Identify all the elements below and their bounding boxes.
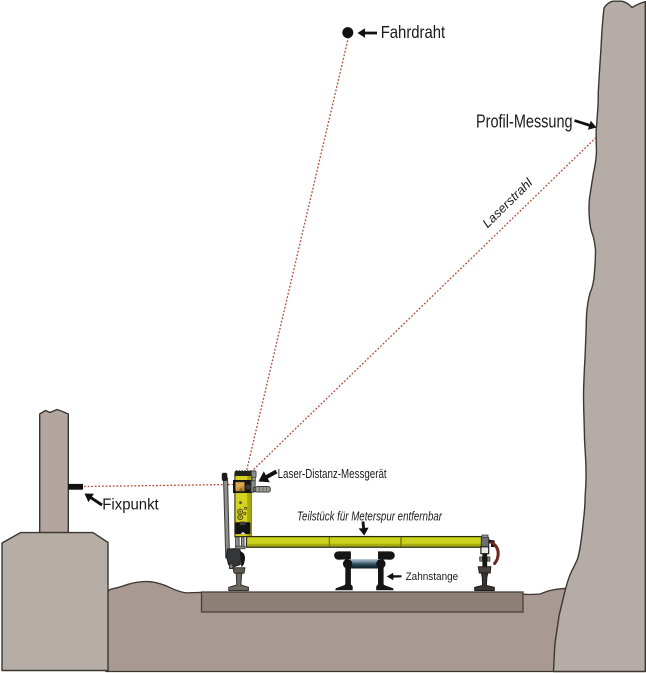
svg-text:Fahrdraht: Fahrdraht <box>381 22 446 42</box>
svg-text:Laserstrahl: Laserstrahl <box>480 175 536 231</box>
svg-text:Fixpunkt: Fixpunkt <box>102 497 159 514</box>
svg-text:Zahnstange: Zahnstange <box>406 571 459 583</box>
svg-text:Laser-Distanz-Messgerät: Laser-Distanz-Messgerät <box>278 466 387 481</box>
svg-text:Profil-Messung: Profil-Messung <box>476 110 573 131</box>
svg-text:Teilstück für Meterspur entfer: Teilstück für Meterspur entfernbar <box>297 509 443 523</box>
